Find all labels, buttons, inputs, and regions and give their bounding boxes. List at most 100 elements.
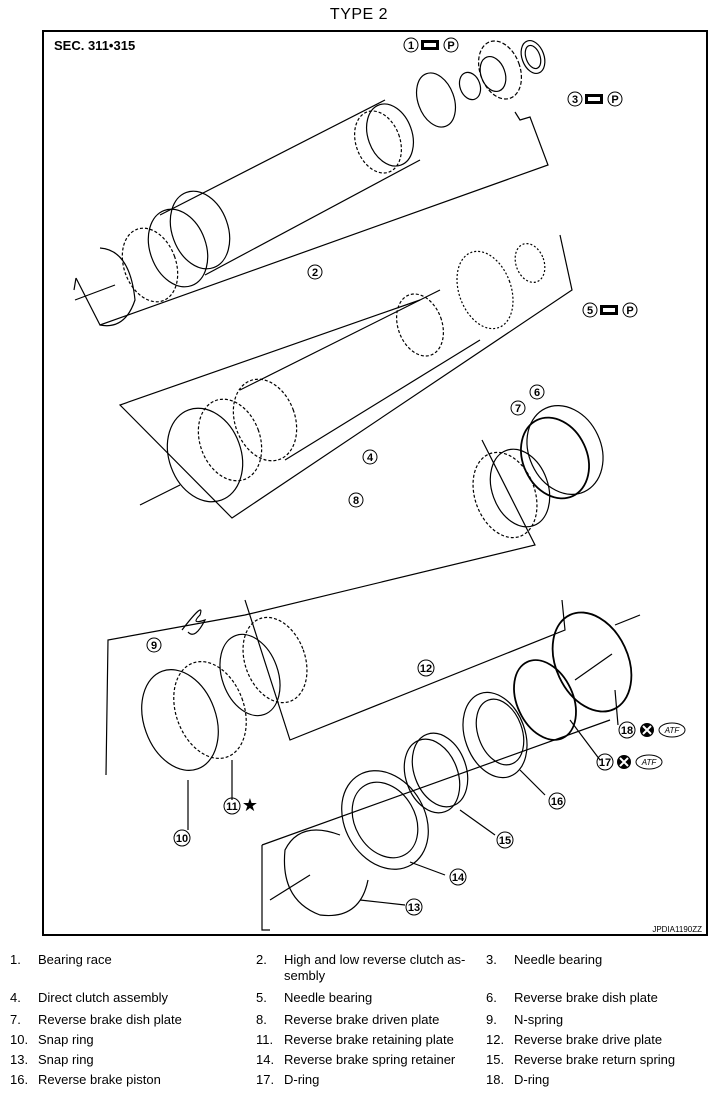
do-not-reuse-icon xyxy=(617,755,631,769)
legend-label: Reverse brake dish plate xyxy=(514,990,658,1005)
svg-text:16: 16 xyxy=(551,796,563,808)
legend-number: 14. xyxy=(256,1052,275,1067)
figure-code: JPDIA1190ZZ xyxy=(652,925,702,934)
callout-13: 13 xyxy=(405,898,423,916)
legend-label: High and low reverse clutch as- sembly xyxy=(284,952,466,983)
callout-7: 7 xyxy=(510,400,526,416)
diagram-frame xyxy=(42,30,708,936)
legend-number: 16. xyxy=(10,1072,29,1087)
legend-number: 15. xyxy=(486,1052,505,1067)
svg-text:15: 15 xyxy=(499,835,511,847)
legend-number: 17. xyxy=(256,1072,275,1087)
svg-text:13: 13 xyxy=(408,902,420,914)
legend-number: 10. xyxy=(10,1032,29,1047)
petroleum-jelly-icon: P xyxy=(622,302,638,318)
legend-number: 8. xyxy=(256,1012,267,1027)
legend-label: Reverse brake spring retainer xyxy=(284,1052,456,1067)
figure-title: TYPE 2 xyxy=(329,6,389,23)
svg-text:8: 8 xyxy=(353,495,359,507)
legend-number: 13. xyxy=(10,1052,29,1067)
bracket-lower xyxy=(261,845,270,931)
legend-number: 9. xyxy=(486,1012,497,1027)
bracket-group-8 xyxy=(105,439,536,776)
svg-text:3: 3 xyxy=(572,94,578,106)
atf-icon: ATF xyxy=(635,754,663,770)
svg-text:P: P xyxy=(447,40,454,52)
svg-text:9: 9 xyxy=(151,640,157,652)
svg-text:2: 2 xyxy=(312,267,318,279)
svg-text:18: 18 xyxy=(621,725,633,737)
legend-label: Direct clutch assembly xyxy=(38,990,169,1005)
callout-10: 10 xyxy=(173,829,191,847)
svg-text:P: P xyxy=(626,305,633,317)
svg-text:ATF: ATF xyxy=(641,758,658,767)
bracket-group-12 xyxy=(244,599,566,741)
svg-text:4: 4 xyxy=(367,452,374,464)
bracket-group-2 xyxy=(75,111,549,326)
svg-text:12: 12 xyxy=(420,663,432,675)
grease-icon xyxy=(600,305,618,315)
clutch-pack-2 xyxy=(74,72,457,327)
atf-icon: ATF xyxy=(658,722,686,738)
petroleum-jelly-icon: P xyxy=(607,91,623,107)
legend-label: Needle bearing xyxy=(284,990,373,1005)
legend-label: Reverse brake retaining plate xyxy=(284,1032,454,1047)
legend-number: 7. xyxy=(10,1012,21,1027)
callout-6: 6 xyxy=(529,384,545,400)
legend-number: 4. xyxy=(10,990,21,1005)
callout-15: 15 xyxy=(496,831,514,849)
svg-text:10: 10 xyxy=(176,833,188,845)
legend-number: 1. xyxy=(10,952,21,967)
callout-12: 12 xyxy=(417,659,435,677)
legend-number: 6. xyxy=(486,990,497,1005)
legend-label: Snap ring xyxy=(38,1052,94,1067)
legend-label: Bearing race xyxy=(38,952,112,967)
callout-2: 2 xyxy=(307,264,323,280)
atf-symbols: ATF ATF xyxy=(617,722,686,770)
svg-text:5: 5 xyxy=(587,305,593,317)
callout-5: 5 xyxy=(582,302,598,318)
svg-text:7: 7 xyxy=(515,403,521,415)
svg-text:ATF: ATF xyxy=(664,726,681,735)
section-label: SEC. 311•315 xyxy=(54,38,136,53)
legend-number: 18. xyxy=(486,1072,505,1087)
legend-label: D-ring xyxy=(514,1072,550,1087)
svg-text:1: 1 xyxy=(408,40,414,52)
legend-number: 3. xyxy=(486,952,497,967)
callout-markers: 1 2 3 4 5 6 7 8 9 10 11 ★ 12 13 14 15 16… xyxy=(146,37,636,916)
clutch-pack-4 xyxy=(139,243,546,506)
callout-17: 17 xyxy=(596,753,614,771)
legend-label: D-ring xyxy=(284,1072,320,1087)
callout-8: 8 xyxy=(348,492,364,508)
svg-text:6: 6 xyxy=(534,387,540,399)
callout-14: 14 xyxy=(449,868,467,886)
legend-label: Reverse brake piston xyxy=(38,1072,161,1087)
grease-icon xyxy=(585,94,603,104)
legend-label: Reverse brake return spring xyxy=(514,1052,676,1067)
callout-3: 3 xyxy=(567,91,583,107)
legend-number: 5. xyxy=(256,990,267,1005)
callout-1: 1 xyxy=(403,37,419,53)
legend-label: Snap ring xyxy=(38,1032,94,1047)
do-not-reuse-icon xyxy=(640,723,654,737)
legend-label: Reverse brake driven plate xyxy=(284,1012,440,1027)
legend-label: Reverse brake dish plate xyxy=(38,1012,182,1027)
exploded-view-diagram: 1 2 3 4 5 6 7 8 9 10 11 ★ 12 13 14 15 16… xyxy=(73,37,686,931)
lubricant-symbols: P P P xyxy=(421,37,638,318)
svg-text:P: P xyxy=(611,94,618,106)
callout-4: 4 xyxy=(362,449,378,465)
petroleum-jelly-icon: P xyxy=(443,37,459,53)
legend-number: 12. xyxy=(486,1032,505,1047)
callout-11: 11 xyxy=(223,797,241,815)
callout-9: 9 xyxy=(146,637,162,653)
legend-number: 11. xyxy=(256,1032,274,1047)
legend-label: Needle bearing xyxy=(514,952,603,967)
svg-text:17: 17 xyxy=(599,757,611,769)
legend-number: 2. xyxy=(256,952,267,967)
svg-text:14: 14 xyxy=(452,872,465,884)
legend-label: N-spring xyxy=(514,1012,564,1027)
svg-text:11: 11 xyxy=(226,801,238,813)
grease-icon xyxy=(421,40,439,50)
callout-16: 16 xyxy=(548,792,566,810)
legend-label: Reverse brake drive plate xyxy=(514,1032,663,1047)
